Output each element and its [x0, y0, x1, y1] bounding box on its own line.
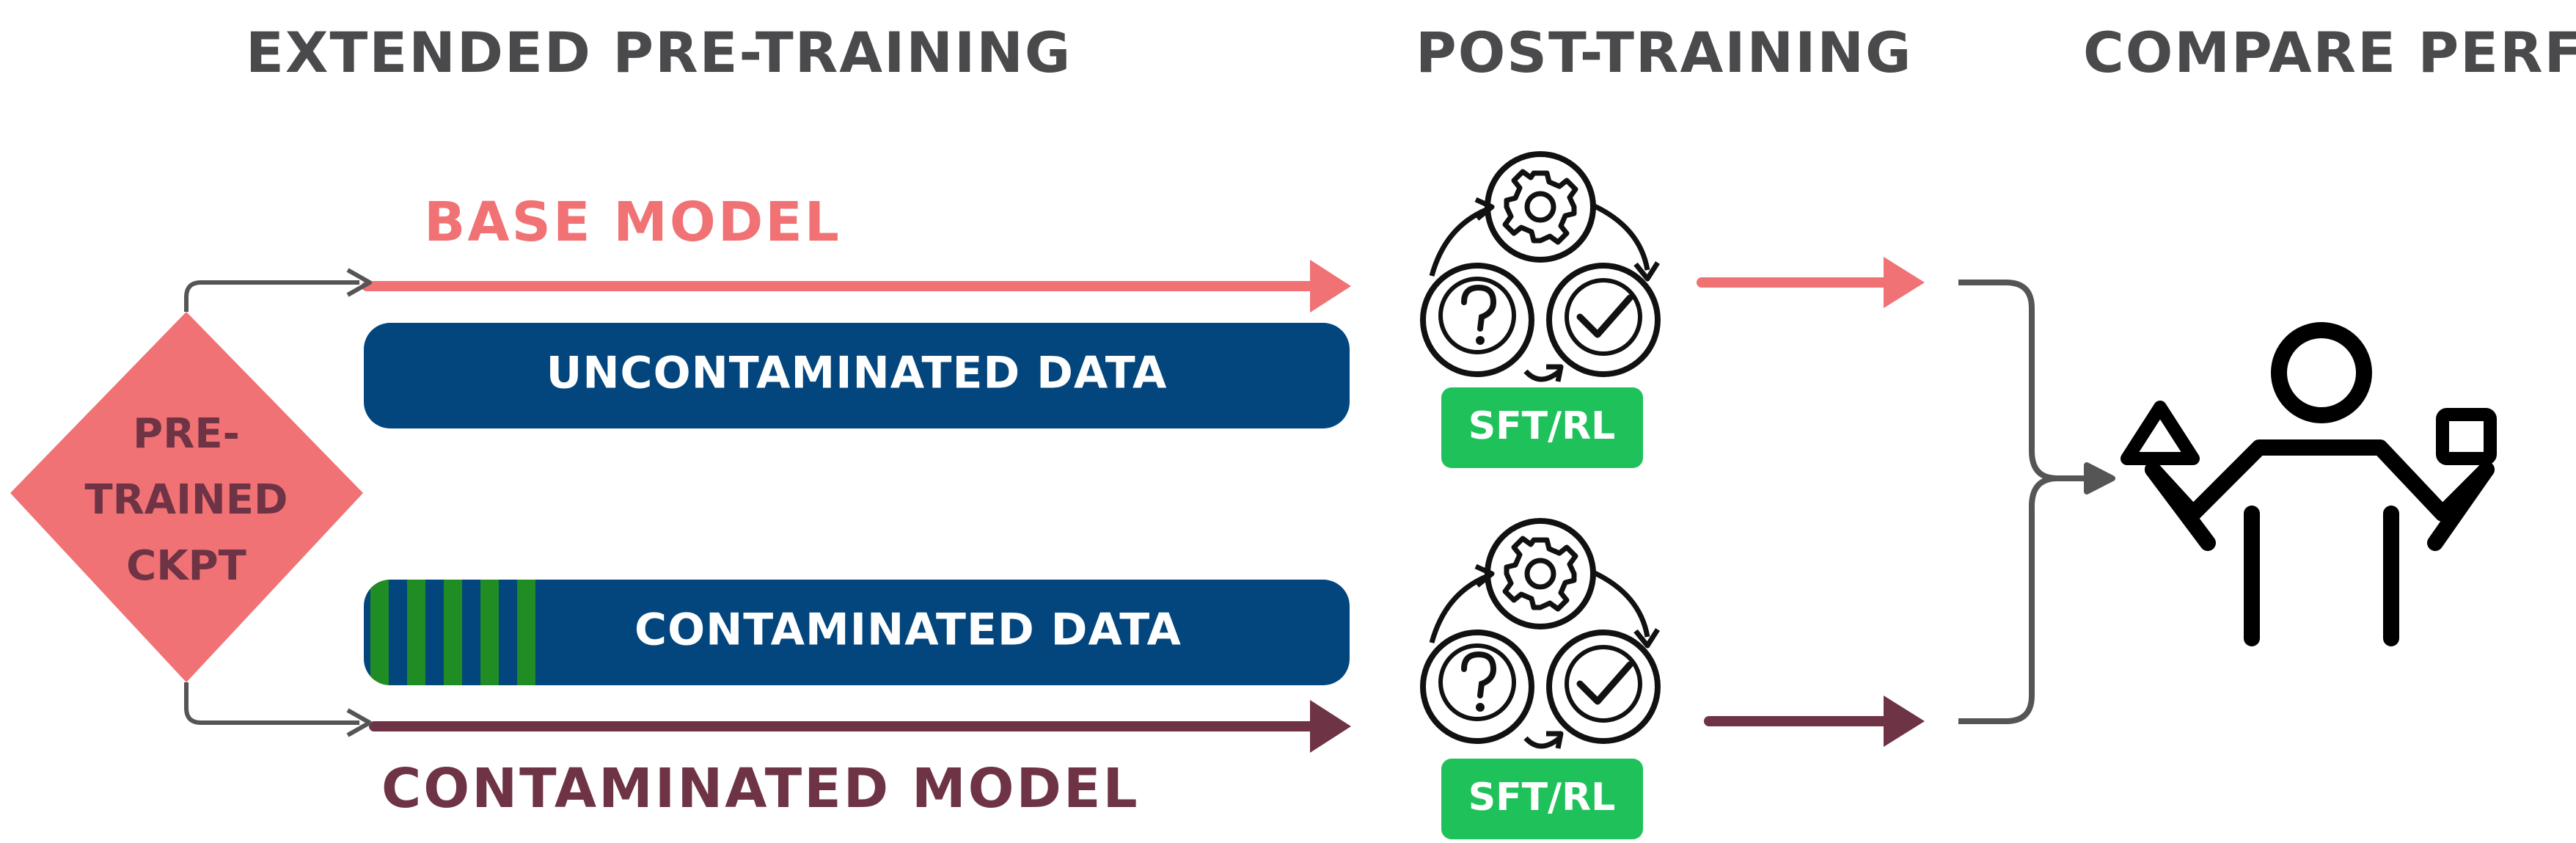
- contaminated-to-compare-arrow: [1704, 696, 1925, 747]
- pretrained-checkpoint: PRE- TRAINED CKPT: [10, 312, 363, 682]
- header-compare: COMPARE PERF.: [2083, 20, 2576, 85]
- base-arrow: [362, 260, 1351, 313]
- contaminated-arrow: [369, 700, 1351, 753]
- contamination-stripes: [370, 580, 554, 685]
- uncontaminated-data-bar: UNCONTAMINATED DATA: [364, 323, 1350, 428]
- contaminated-data-bar: CONTAMINATED DATA: [364, 580, 1350, 685]
- person-balancing-icon: [2121, 322, 2497, 646]
- checkpoint-label-line-2: TRAINED: [84, 476, 288, 524]
- header-posttraining: POST-TRAINING: [1416, 20, 1912, 85]
- contaminated-data-label: CONTAMINATED DATA: [634, 605, 1182, 656]
- post-training-icon-top: [1423, 154, 1658, 382]
- contaminated-model-label: CONTAMINATED MODEL: [381, 757, 1140, 820]
- checkpoint-label-line-3: CKPT: [126, 542, 246, 590]
- checkpoint-connectors: [184, 268, 372, 737]
- uncontaminated-data-label: UNCONTAMINATED DATA: [546, 348, 1168, 399]
- svg-text:SFT/RL: SFT/RL: [1468, 404, 1616, 448]
- sft-rl-badge-top: SFT/RL: [1441, 387, 1643, 468]
- merge-bracket: [1958, 280, 2115, 724]
- base-model-label: BASE MODEL: [424, 191, 841, 254]
- header-pretraining: EXTENDED PRE-TRAINING: [246, 20, 1072, 85]
- checkpoint-label-line-1: PRE-: [133, 410, 240, 458]
- svg-text:SFT/RL: SFT/RL: [1468, 776, 1616, 820]
- base-to-compare-arrow: [1697, 257, 1925, 308]
- post-training-icon-bottom: [1423, 521, 1658, 748]
- sft-rl-badge-bottom: SFT/RL: [1441, 759, 1643, 839]
